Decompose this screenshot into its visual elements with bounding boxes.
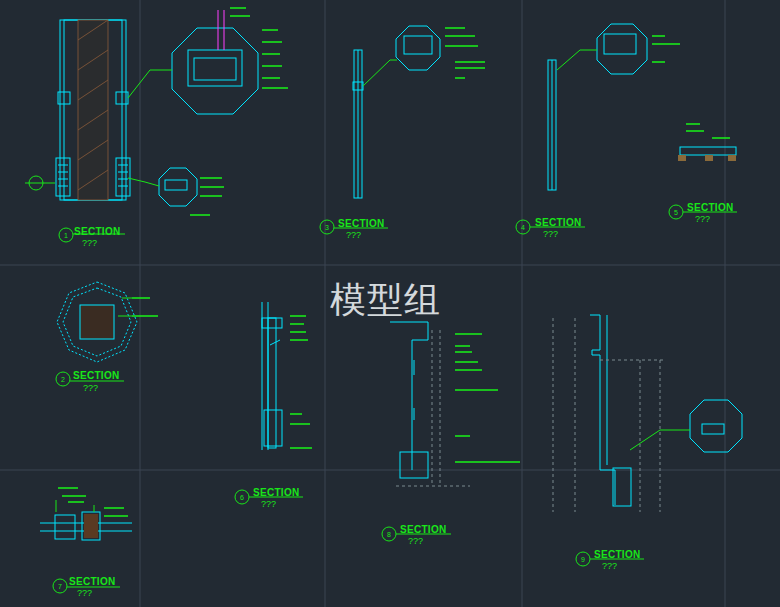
section-scale: ???	[543, 230, 558, 239]
section-title: SECTION	[687, 203, 734, 213]
section-title: SECTION	[69, 577, 116, 587]
callout-number: 1	[64, 232, 68, 239]
callout-number: 7	[58, 583, 62, 590]
section-scale: ???	[82, 239, 97, 248]
section-title: SECTION	[74, 227, 121, 237]
watermark: 模型组	[330, 282, 441, 318]
section-scale: ???	[346, 231, 361, 240]
section-title: SECTION	[338, 219, 385, 229]
section-title: SECTION	[400, 525, 447, 535]
callout-number: 4	[521, 224, 525, 231]
callout-number: 6	[240, 494, 244, 501]
section-scale: ???	[83, 384, 98, 393]
section-title: SECTION	[535, 218, 582, 228]
callout-number: 5	[674, 209, 678, 216]
section-title: SECTION	[594, 550, 641, 560]
callout-number: 2	[61, 376, 65, 383]
section-scale: ???	[77, 589, 92, 598]
section-scale: ???	[408, 537, 423, 546]
section-scale: ???	[602, 562, 617, 571]
section-scale: ???	[261, 500, 276, 509]
callout-number: 8	[387, 531, 391, 538]
section-title: SECTION	[253, 488, 300, 498]
callout-number: 3	[325, 224, 329, 231]
section-scale: ???	[695, 215, 710, 224]
section-title: SECTION	[73, 371, 120, 381]
callout-number: 9	[581, 556, 585, 563]
